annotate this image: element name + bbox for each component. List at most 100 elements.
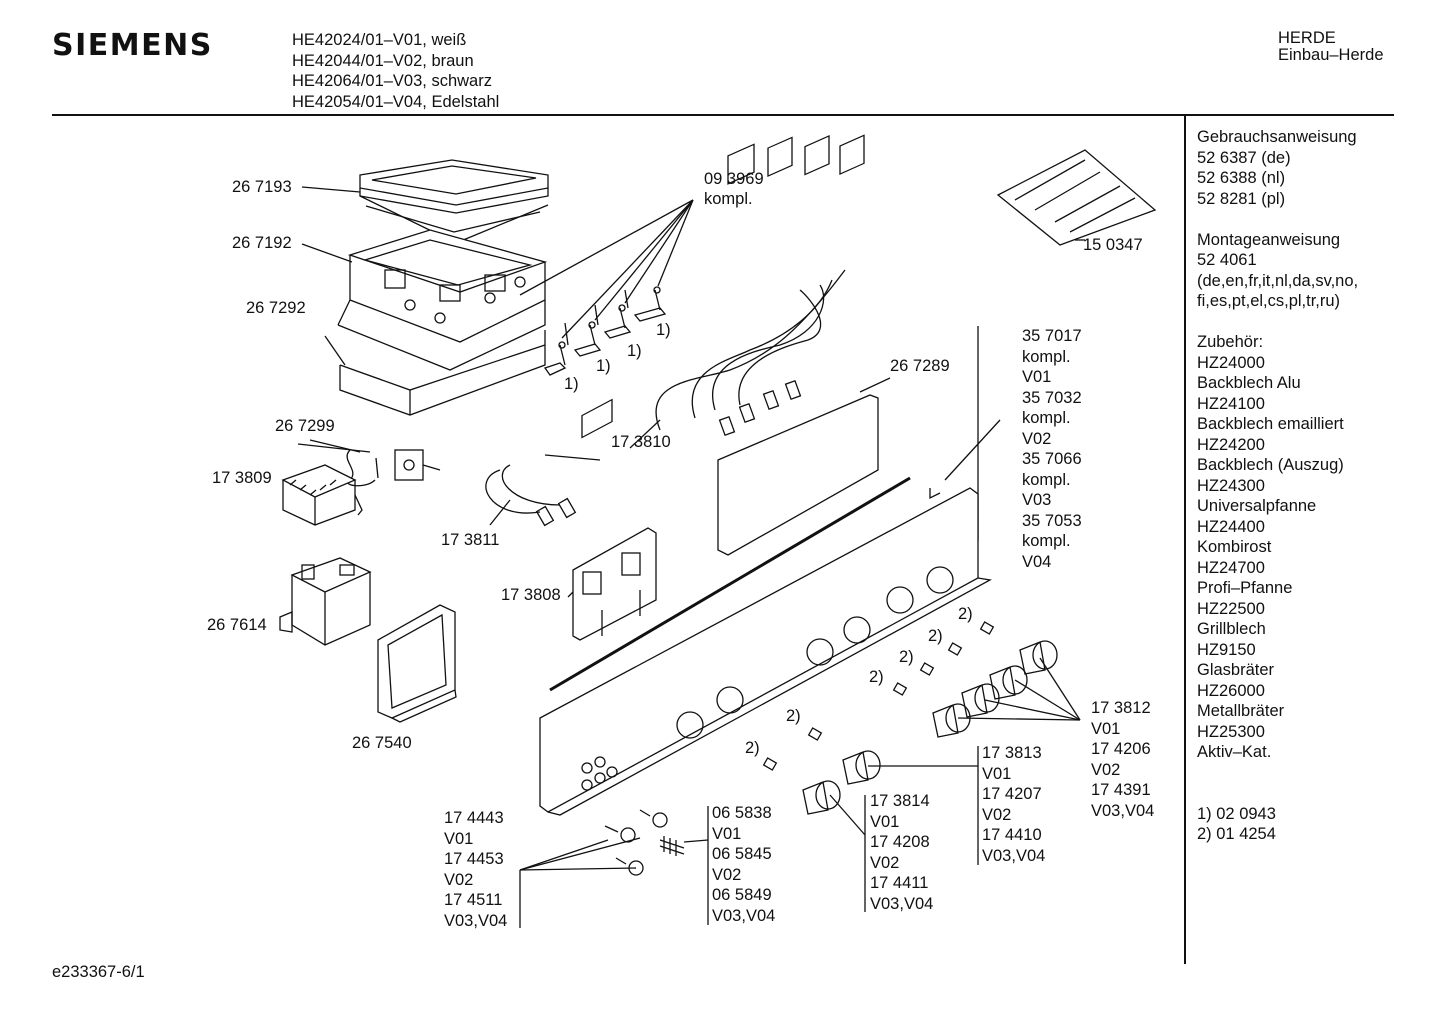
accessory-item: HZ24300: [1197, 476, 1265, 495]
part-label: 26 7614: [207, 616, 267, 634]
accessory-item: Kombirost: [1197, 538, 1272, 556]
header-divider: [52, 114, 1394, 116]
accessory-item: HZ24200: [1197, 435, 1265, 454]
variant: V02: [1022, 429, 1052, 448]
exploded-view-drawing: [279, 134, 1157, 928]
variant: V01: [1091, 719, 1121, 738]
variant: V03,V04: [444, 911, 508, 930]
note-marker: 1): [564, 375, 579, 393]
part-number: 17 4411: [870, 874, 929, 892]
accessory-item: Metallbräter: [1197, 702, 1285, 720]
part-number: 17 4453: [444, 850, 504, 868]
part-number: 17 4443: [444, 809, 504, 827]
spacer: [1197, 763, 1358, 784]
part-number: 35 7032: [1022, 388, 1082, 407]
model-v01: HE42024/01–V01, weiß: [292, 31, 467, 49]
variant: V01: [1022, 368, 1052, 386]
note-marker: 1): [627, 342, 642, 360]
accessory-item: HZ22500: [1197, 599, 1265, 618]
spring-part-list: 06 5838 V01 06 5845 V02 06 5849 V03,V04: [712, 803, 775, 926]
model-v03: HE42064/01–V03, schwarz: [292, 72, 492, 90]
part-number: 17 4410: [982, 826, 1042, 844]
accessories-title: Zubehör:: [1197, 333, 1264, 351]
mounting-title: Montageanweisung: [1197, 230, 1341, 249]
part-label: 26 7540: [352, 734, 412, 752]
wire-harness-small: [485, 454, 601, 527]
variant: V03,V04: [1091, 801, 1155, 820]
variant: V03,V04: [982, 846, 1046, 865]
manual-de: 52 6387 (de): [1197, 148, 1291, 167]
part-number: 06 5845: [712, 845, 772, 863]
frame-part: [359, 159, 549, 244]
variant: V02: [712, 865, 742, 884]
part-note: kompl.: [1022, 470, 1071, 489]
relay-part: [279, 557, 372, 646]
part-number: 17 4511: [444, 891, 503, 909]
part-number: 17 4207: [982, 785, 1042, 803]
category-title: HERDE: [1278, 29, 1336, 47]
mounting-langs: (de,en,fr,it,nl,da,sv,no,: [1197, 271, 1359, 290]
part-number: 35 7053: [1022, 511, 1082, 530]
accessory-item: Grillblech: [1197, 620, 1266, 638]
small-knob-part-list: 17 4443 V01 17 4453 V02 17 4511 V03,V04: [444, 808, 507, 931]
note-marker: 1): [596, 357, 611, 375]
accessory-item: HZ24000: [1197, 353, 1265, 372]
part-number: 17 3812: [1091, 699, 1151, 717]
part-label: 26 7192: [232, 234, 292, 252]
drawing-code: e233367-6/1: [52, 963, 145, 981]
accessory-item: HZ25300: [1197, 722, 1265, 741]
variant: V04: [1022, 552, 1052, 571]
variant: V02: [870, 853, 900, 872]
manual-title: Gebrauchsanweisung: [1197, 128, 1357, 146]
knob-mid-part-list: 17 3813 V01 17 4207 V02 17 4410 V03,V04: [982, 743, 1045, 866]
part-label: 26 7299: [275, 417, 335, 435]
accessory-item: Backblech Alu: [1197, 374, 1301, 392]
category-block: HERDE Einbau–Herde: [1278, 30, 1384, 64]
category-subtitle: Einbau–Herde: [1278, 46, 1384, 64]
display-module-small: [572, 527, 657, 641]
part-note: kompl.: [1022, 409, 1071, 427]
variant: V03,V04: [870, 894, 934, 913]
part-number: 35 7017: [1022, 327, 1082, 345]
contact-parts: [543, 286, 667, 376]
selector-switch: [281, 464, 363, 526]
accessory-item: Backblech emailliert: [1197, 415, 1344, 433]
parts-bag: [996, 149, 1157, 246]
note-marker: 2): [958, 605, 973, 623]
part-number: 17 3814: [870, 792, 930, 810]
knob-low-part-list: 17 3814 V01 17 4208 V02 17 4411 V03,V04: [870, 791, 933, 914]
note-marker: 1): [656, 321, 671, 339]
model-v04: HE42054/01–V04, Edelstahl: [292, 92, 500, 111]
note-marker: 2): [928, 627, 943, 645]
part-label: 17 3809: [212, 469, 272, 487]
part-label: 17 3808: [501, 586, 561, 604]
sidebar-divider: [1184, 116, 1186, 964]
wire-harness: [655, 269, 846, 437]
note-marker: 2): [869, 668, 884, 686]
knob-right-part-list: 17 3812 V01 17 4206 V02 17 4391 V03,V04: [1091, 698, 1154, 821]
model-list: HE42024/01–V01, weiß HE42044/01–V02, bra…: [292, 30, 499, 112]
spring-contacts: [762, 621, 995, 771]
variant: V03,V04: [712, 906, 776, 925]
part-number: 17 4208: [870, 833, 930, 851]
note-marker: 2): [786, 707, 801, 725]
small-knobs: [604, 809, 685, 876]
mounting-number: 52 4061: [1197, 251, 1257, 269]
variant: V01: [444, 829, 474, 848]
control-panel: [539, 398, 992, 816]
part-number: 17 3813: [982, 744, 1042, 762]
part-number: 06 5838: [712, 804, 772, 822]
part-label: 17 3810: [611, 433, 671, 451]
part-label: 17 3811: [441, 531, 500, 549]
variant: V01: [870, 812, 900, 831]
variant: V02: [1091, 760, 1121, 779]
panel-part-list: 35 7017 kompl. V01 35 7032 kompl. V02 35…: [1022, 326, 1082, 572]
accessory-item: Profi–Pfanne: [1197, 579, 1293, 597]
part-note: kompl.: [1022, 347, 1071, 366]
frame-bracket: [377, 604, 457, 723]
accessory-item: Glasbräter: [1197, 661, 1275, 679]
accessory-item: Universalpfanne: [1197, 497, 1317, 515]
variant: V02: [982, 805, 1012, 824]
accessory-item: HZ9150: [1197, 640, 1256, 659]
display-modules: [717, 134, 879, 556]
